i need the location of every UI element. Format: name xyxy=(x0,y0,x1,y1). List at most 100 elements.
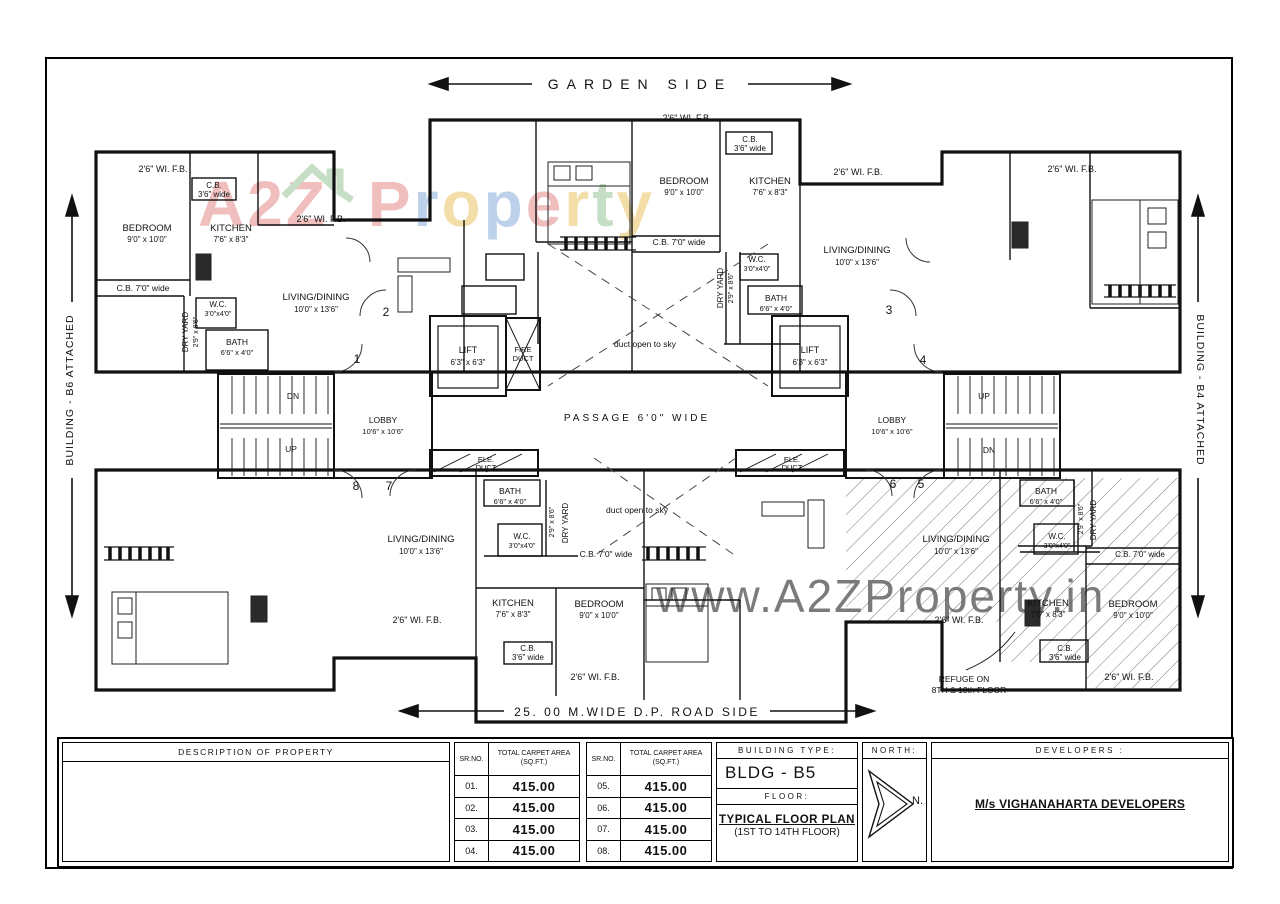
plan-label: C.B. 7'0" wide xyxy=(580,549,633,559)
plan-label: KITCHEN xyxy=(749,176,791,187)
plan-label: DN xyxy=(287,391,299,401)
plan-label: 2'6" WI. F.B. xyxy=(935,615,984,625)
floor-value: TYPICAL FLOOR PLAN xyxy=(719,814,855,826)
plan-label: 2'9" x 8'6" xyxy=(193,316,200,347)
carpet-row: 08.415.00 xyxy=(587,840,711,861)
sr-no-cell: 07. xyxy=(587,819,621,840)
plan-label: UP xyxy=(285,444,297,454)
plan-label: duct open to sky xyxy=(606,505,669,515)
lift-right xyxy=(771,315,849,397)
building-b4-caption: BUILDING - B4 ATTACHED xyxy=(1194,314,1206,465)
plan-label: LIVING/DINING xyxy=(922,534,989,545)
fire-duct xyxy=(505,317,541,391)
plan-label: 7'6" x 8'3" xyxy=(1031,610,1066,619)
plan-label: UP xyxy=(978,391,990,401)
developers-label: DEVELOPERS : xyxy=(932,743,1228,759)
interior-walls xyxy=(96,120,1180,700)
brand-letter: r xyxy=(564,168,592,240)
carpet-area-cell: 415.00 xyxy=(644,800,688,816)
carpet-area-header: TOTAL CARPET AREA (SQ.FT.) xyxy=(489,743,579,775)
plan-label: 2'6" WI. F.B. xyxy=(139,164,188,174)
ele-duct-right xyxy=(735,449,845,477)
stove-icon xyxy=(195,253,212,281)
plan-label: 3'6" wide xyxy=(198,190,230,199)
lobby-right xyxy=(845,371,945,479)
house-roof-icon xyxy=(281,163,354,203)
carpet-table-header: SR.NO. TOTAL CARPET AREA (SQ.FT.) xyxy=(587,743,711,776)
plan-label: DUCT xyxy=(476,463,497,472)
plan-label: 2'6" WI. F.B. xyxy=(834,167,883,177)
carpet-area-cell: 415.00 xyxy=(644,843,688,859)
carpet-row: 05.415.00 xyxy=(587,776,711,798)
carpet-row: 07.415.00 xyxy=(587,819,711,841)
plan-label: LOBBY xyxy=(878,415,907,425)
plan-label: BEDROOM xyxy=(1108,599,1157,610)
sr-no-cell: 01. xyxy=(455,776,489,797)
plan-label: KITCHEN xyxy=(492,598,534,609)
plan-label: LIVING/DINING xyxy=(387,534,454,545)
carpet-row: 01. 415.00 xyxy=(455,776,579,798)
plan-label: 2'6" WI. F.B. xyxy=(1105,672,1154,682)
plan-label: 10'0" x 13'6" xyxy=(835,258,879,267)
plan-label: C.B. 7'0" wide xyxy=(117,283,170,293)
plan-label: 7'6" x 8'3" xyxy=(214,235,249,244)
carpet-area-header: TOTAL CARPET AREA (SQ.FT.) xyxy=(621,743,711,775)
sofa-icon xyxy=(761,499,825,549)
plan-label: C.B. xyxy=(1057,644,1073,653)
plan-label: 3'6" wide xyxy=(512,653,544,662)
lobby-left xyxy=(333,371,433,479)
stairs-left xyxy=(217,373,335,479)
north-label: NORTH: xyxy=(863,743,926,759)
plan-label: C.B. xyxy=(520,644,536,653)
sr-no-cell: 02. xyxy=(455,797,489,818)
plan-label: 6'3" x 6'3" xyxy=(451,358,486,367)
core-walls xyxy=(217,315,1061,479)
plan-label: 6'3" x 6'3" xyxy=(793,358,828,367)
door-arcs xyxy=(333,237,943,499)
plan-label: W.C. xyxy=(1048,532,1065,541)
plan-label: 7'6" x 8'3" xyxy=(753,188,788,197)
brand-letter: e xyxy=(526,168,565,240)
carpet-table-header: SR.NO. TOTAL CARPET AREA (SQ.FT.) xyxy=(455,743,579,776)
plan-label: BATH xyxy=(1035,486,1057,496)
plan-label: BEDROOM xyxy=(659,176,708,187)
plan-label: DN xyxy=(983,445,995,455)
plan-label: BATH xyxy=(765,293,787,303)
ele-duct-left xyxy=(429,449,539,477)
plan-label: 10'0" x 13'6" xyxy=(294,305,338,314)
bed-icon xyxy=(111,591,229,665)
sr-no-cell: 04. xyxy=(455,840,489,861)
plan-label: 9'0" x 10'0" xyxy=(1113,611,1153,620)
sr-no-header: SR.NO. xyxy=(455,743,489,775)
plan-label: 2 xyxy=(383,305,390,319)
plan-label: DRY YARD xyxy=(1089,500,1098,541)
plan-label: 10'0" x 13'6" xyxy=(934,547,978,556)
plan-label: 2'9" x 8'6" xyxy=(1078,503,1085,534)
plan-label: 6'6" x 4'0" xyxy=(221,348,254,357)
refuge-hatch-area xyxy=(846,478,1180,688)
plan-label: 8 xyxy=(353,479,360,493)
plan-label: LOBBY xyxy=(369,415,398,425)
north-arrow-icon xyxy=(867,769,915,839)
carpet-area-cell: 415.00 xyxy=(512,778,556,794)
direction-arrows xyxy=(64,76,1206,719)
stair-treads xyxy=(220,376,1058,476)
plan-label: 6'6" x 4'0" xyxy=(760,304,793,313)
plan-label: 9'0" x 10'0" xyxy=(664,188,704,197)
building-type-box: BUILDING TYPE: BLDG - B5 FLOOR: TYPICAL … xyxy=(716,742,858,862)
plan-label: 6'6" x 4'0" xyxy=(494,497,527,506)
plan-label: W.C. xyxy=(748,255,765,264)
plan-label: REFUGE ON xyxy=(939,674,990,684)
sofa-icon xyxy=(397,257,451,313)
plan-label: DRY YARD xyxy=(716,268,725,309)
plan-label: ELE. xyxy=(784,455,800,464)
plan-label: 3'0"x4'0" xyxy=(509,543,536,550)
brand-letter: o xyxy=(442,168,484,240)
plan-label: LIVING/DINING xyxy=(282,292,349,303)
plan-label: 9'0" x 10'0" xyxy=(579,611,619,620)
plan-label: 3'0"x4'0" xyxy=(744,266,771,273)
